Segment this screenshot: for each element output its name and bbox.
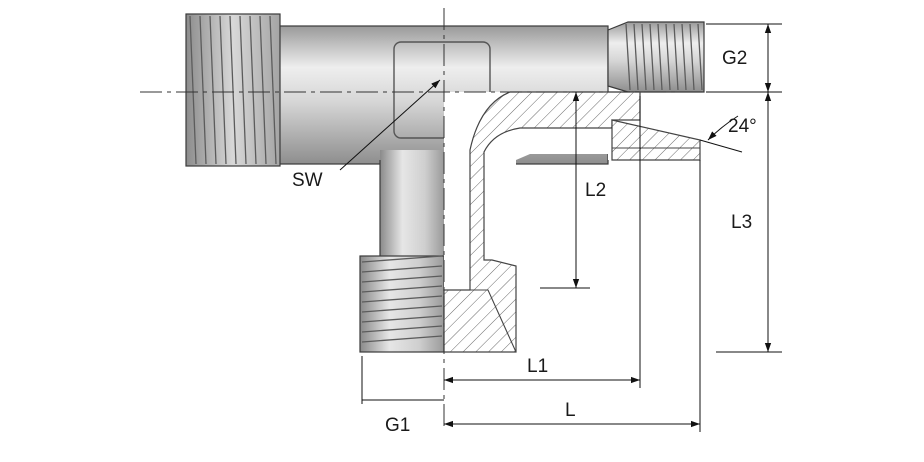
label-l1: L1: [527, 356, 548, 377]
label-sw: SW: [292, 170, 323, 191]
left-thread: [185, 13, 281, 167]
thread-crest: [673, 23, 679, 91]
thread-crest: [249, 15, 257, 165]
section-view: [443, 91, 701, 353]
thread-crest: [681, 23, 687, 91]
thread-crest: [361, 315, 443, 323]
label-l3: L3: [731, 212, 752, 233]
label-l2: L2: [585, 180, 606, 201]
thread-crest: [259, 15, 267, 165]
thread-crest: [665, 23, 671, 91]
label-l: L: [565, 400, 576, 421]
thread-crest: [239, 15, 247, 165]
right-thread: [607, 21, 705, 93]
thread-crest: [361, 265, 443, 273]
thread-crest: [209, 15, 217, 165]
label-angle: 24°: [728, 116, 757, 137]
thread-crest: [361, 335, 443, 343]
thread-crest: [361, 295, 443, 303]
thread-crest: [361, 255, 443, 263]
sw-leader: [339, 79, 441, 171]
thread-crest: [649, 23, 655, 91]
thread-crest: [269, 15, 277, 165]
thread-crest: [625, 23, 631, 91]
thread-crest: [189, 15, 197, 165]
thread-crest: [633, 23, 639, 91]
extension-lines: [361, 23, 782, 432]
thread-crest: [361, 285, 443, 293]
thread-crest: [361, 275, 443, 283]
angle-arc: [707, 115, 739, 141]
thread-crest: [689, 23, 695, 91]
wrench-flat-outline: [393, 41, 491, 139]
tee-leg: [380, 150, 444, 256]
thread-crest: [361, 325, 443, 333]
thread-crest: [697, 23, 703, 91]
thread-crest: [641, 23, 647, 91]
label-g1: G1: [385, 415, 410, 436]
label-g2: G2: [722, 48, 747, 69]
bottom-thread: [359, 255, 445, 353]
thread-crest: [219, 15, 227, 165]
thread-crest: [199, 15, 207, 165]
thread-crest: [229, 15, 237, 165]
thread-crest: [657, 23, 663, 91]
thread-crest: [361, 305, 443, 313]
